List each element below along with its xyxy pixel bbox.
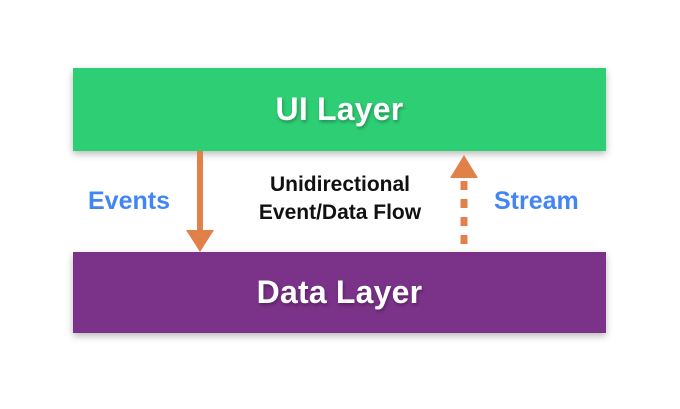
data-layer-label: Data Layer [256, 274, 423, 310]
data-layer-box: Data Layer [73, 252, 606, 333]
flow-caption-line-2: Event/Data Flow [258, 201, 422, 225]
flow-caption: Unidirectional Event/Data Flow [228, 171, 452, 228]
ui-layer-label: UI Layer [275, 91, 404, 127]
flow-caption-line-1: Unidirectional [269, 173, 411, 196]
events-flow-label: Events [88, 187, 170, 215]
flow-band: Events Unidirectional Event/Data Flow St… [0, 151, 680, 252]
stream-up-arrow-icon [450, 155, 478, 252]
events-down-arrow-icon [186, 151, 214, 252]
ui-layer-box: UI Layer [73, 68, 606, 151]
stream-flow-label: Stream [494, 187, 579, 215]
